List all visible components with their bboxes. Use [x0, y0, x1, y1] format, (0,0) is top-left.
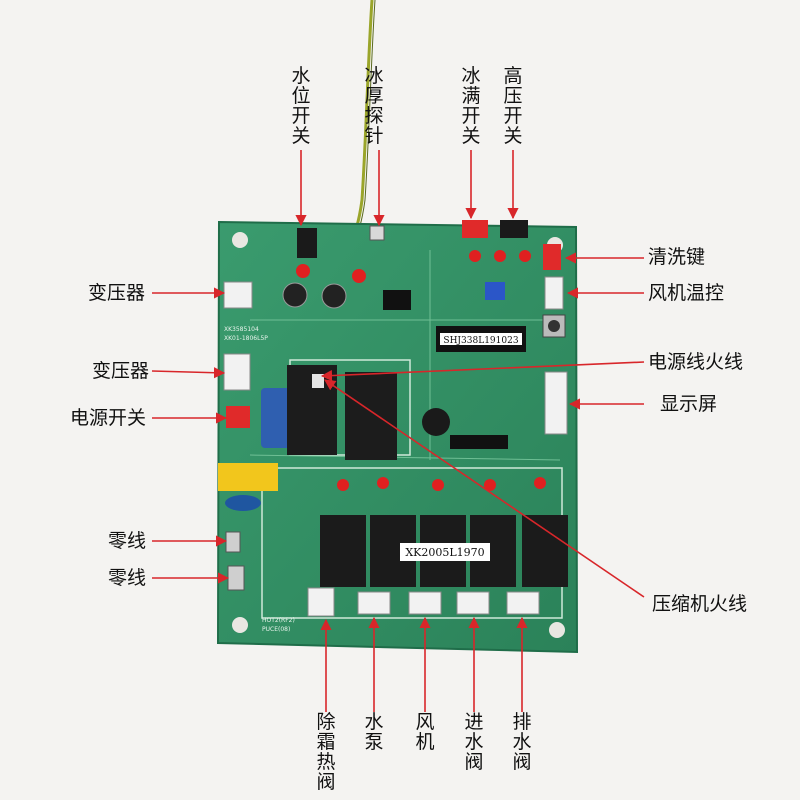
- label-display: 显示屏: [660, 393, 718, 415]
- label-defrost-valve: 除霜热阀: [316, 711, 336, 793]
- transformer-1-connector: [223, 281, 253, 309]
- svg-text:PUCE(08): PUCE(08): [262, 626, 290, 633]
- svg-text:XK01-1806L5P: XK01-1806L5P: [224, 335, 268, 342]
- label-fan: 风机: [415, 711, 435, 753]
- label-transformer-2: 变压器: [92, 360, 150, 382]
- label-drain-valve: 排水阀: [512, 711, 532, 773]
- fan-temp-connector: [544, 276, 564, 310]
- neutral-2-terminal: [227, 565, 245, 591]
- power-switch-connector: [226, 406, 250, 428]
- main-chip-label: SHJ338L191023: [443, 336, 518, 346]
- svg-text:XK3585104: XK3585104: [224, 326, 259, 333]
- transformer-2-connector: [223, 353, 251, 391]
- inlet-connector: [456, 591, 490, 615]
- ice-probe-connector: [369, 225, 385, 241]
- electrolytic-cap-2: [321, 283, 347, 309]
- label-neutral-1: 零线: [108, 530, 147, 552]
- film-capacitor: [261, 388, 293, 448]
- label-clean-key: 清洗键: [648, 246, 706, 268]
- label-transformer-1: 变压器: [88, 282, 146, 304]
- label-high-pressure-switch: 高压开关: [503, 65, 523, 147]
- label-neutral-2: 零线: [108, 567, 147, 589]
- water-level-connector: [297, 228, 317, 258]
- ice-full-connector: [462, 220, 488, 238]
- svg-text:HOT2(RF2): HOT2(RF2): [262, 617, 295, 624]
- relay-sticker-label: XK2005L1970: [405, 546, 484, 559]
- buzzer: [422, 408, 450, 436]
- display-connector: [544, 371, 568, 435]
- arrow-compressor: [324, 379, 645, 598]
- power-relay-2: [345, 372, 397, 460]
- label-ice-thickness-probe: 冰厚探针: [364, 65, 384, 147]
- drain-connector: [506, 591, 540, 615]
- electrolytic-cap-1: [282, 282, 308, 308]
- label-water-pump: 水泵: [364, 711, 384, 753]
- relay-1: [320, 515, 366, 587]
- arrow-transformer-2: [151, 367, 226, 379]
- clean-key-connector: [543, 244, 561, 270]
- high-pressure-connector: [500, 220, 528, 238]
- relay-5: [522, 515, 568, 587]
- potentiometer: [485, 282, 505, 300]
- label-fan-temp-control: 风机温控: [648, 282, 725, 304]
- label-water-level-switch: 水位开关: [291, 65, 311, 147]
- fan-connector: [408, 591, 442, 615]
- yellow-capacitor: [218, 463, 278, 491]
- arrow-power-line: [320, 361, 645, 382]
- defrost-connector: [307, 587, 335, 617]
- label-compressor-live: 压缩机火线: [652, 593, 748, 615]
- label-ice-full-switch: 冰满开关: [461, 65, 481, 147]
- label-power-switch: 电源开关: [70, 407, 147, 429]
- label-inlet-valve: 进水阀: [464, 711, 484, 773]
- pump-connector: [357, 591, 391, 615]
- label-power-line-live: 电源线火线: [648, 351, 744, 373]
- annotation-arrows: [151, 150, 645, 712]
- neutral-1-terminal: [225, 531, 241, 553]
